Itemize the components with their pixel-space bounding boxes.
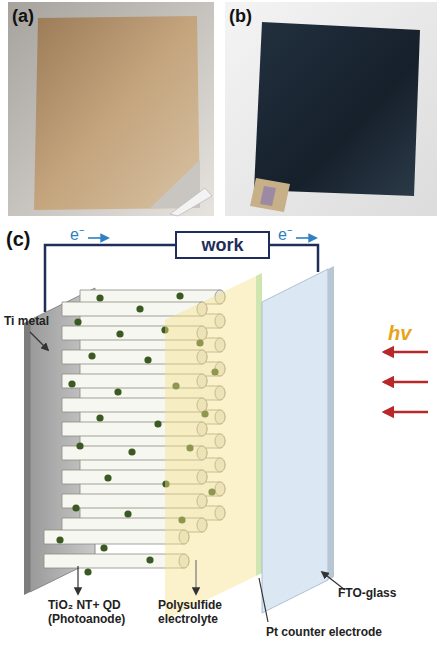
bare-ti-strip <box>250 178 290 212</box>
quantum-dot <box>56 536 63 543</box>
quantum-dot <box>146 556 153 563</box>
leader-line <box>30 332 48 350</box>
quantum-dot <box>74 318 81 325</box>
photo-background <box>225 2 437 216</box>
electron-label: e⁻ <box>70 226 92 244</box>
panel-label: (b) <box>229 6 269 27</box>
fto-glass-edge <box>328 266 334 580</box>
light-arrow <box>384 411 428 414</box>
leader-line <box>195 560 196 594</box>
quantum-dot <box>104 474 111 481</box>
electron-arrow <box>88 237 108 239</box>
quantum-dot <box>176 292 183 299</box>
electron-arrow <box>296 237 316 239</box>
strip-reflection <box>260 186 276 206</box>
panel-label: (c) <box>6 228 46 251</box>
quantum-dot <box>128 448 135 455</box>
quantum-dot <box>114 388 121 395</box>
light-label: hv <box>388 322 428 345</box>
tio2-sample-plate <box>34 16 200 210</box>
quantum-dot <box>68 380 75 387</box>
qd-sample-plate <box>254 22 420 196</box>
quantum-dot <box>144 356 151 363</box>
quantum-dot <box>136 305 143 312</box>
quantum-dot <box>96 294 103 301</box>
quantum-dot <box>84 568 91 575</box>
wire <box>270 245 318 272</box>
part-label: Ti metal <box>4 314 74 328</box>
fto-glass <box>262 269 328 613</box>
quantum-dot <box>96 414 103 421</box>
light-arrow <box>384 351 428 354</box>
polysulfide-electrolyte <box>165 276 256 620</box>
part-label: Polysulfide electrolyte <box>158 598 240 626</box>
quantum-dot <box>124 510 131 517</box>
load-box: work <box>175 231 270 259</box>
quantum-dot <box>154 420 161 427</box>
part-label: TiO₂ NT+ QD (Photoanode) <box>48 598 140 626</box>
part-label: Pt counter electrode <box>266 625 416 639</box>
electron-label: e⁻ <box>278 226 300 244</box>
leader-line <box>259 578 268 622</box>
quantum-dot <box>100 544 107 551</box>
panel-label: (a) <box>12 6 52 27</box>
quantum-dot <box>72 504 79 511</box>
quantum-dot <box>88 352 95 359</box>
photo-background <box>8 2 214 216</box>
part-label: FTO-glass <box>338 586 428 600</box>
pt-counter-electrode <box>256 273 262 576</box>
quantum-dot <box>76 442 83 449</box>
clip <box>170 188 212 216</box>
box-text: work <box>201 235 243 256</box>
quantum-dot <box>116 330 123 337</box>
leader-line <box>77 566 78 594</box>
light-arrow <box>384 381 428 384</box>
ti-plate-edge <box>24 320 30 595</box>
